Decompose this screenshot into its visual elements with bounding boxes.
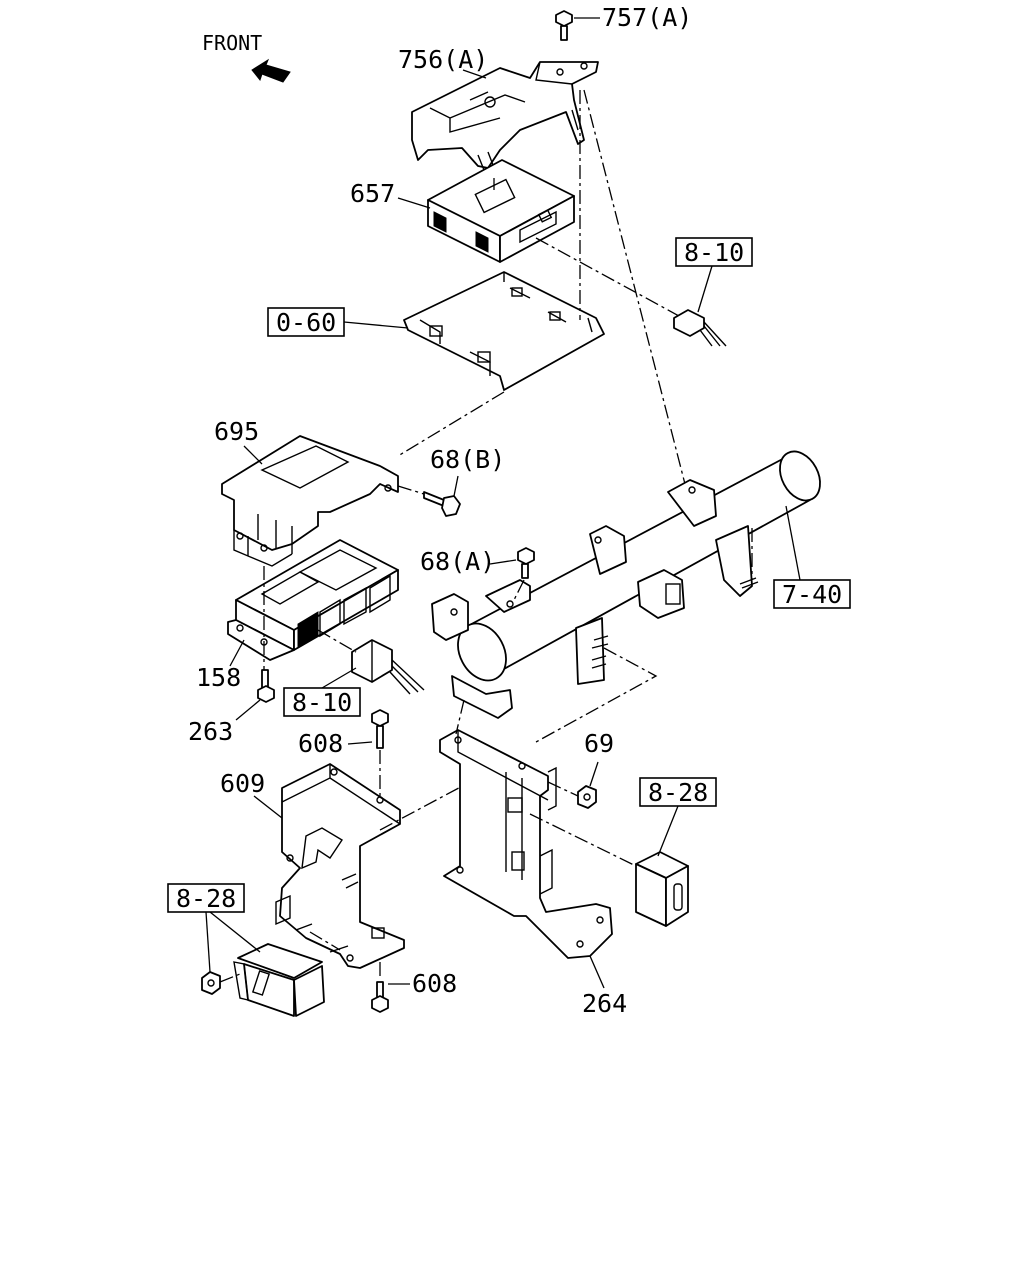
callout-060[interactable]: 0-60: [276, 308, 336, 337]
callout-810-upper[interactable]: 8-10: [684, 238, 744, 267]
relay-828-right: [635, 851, 689, 927]
plate-060: [403, 271, 605, 391]
connector-810-lower: [351, 639, 425, 695]
front-label: FRONT: [202, 31, 262, 55]
callout-608-upper: 608: [298, 729, 343, 758]
module-158: [227, 539, 399, 661]
callout-68a: 68(A): [420, 547, 495, 576]
bracket-609: [279, 763, 405, 969]
callout-695: 695: [214, 417, 259, 446]
callout-609: 609: [220, 769, 265, 798]
bolt-68a: [517, 547, 535, 579]
callout-69: 69: [584, 729, 614, 758]
callout-828-right[interactable]: 8-28: [648, 778, 708, 807]
connector-810-upper: [673, 309, 727, 347]
nut-69: [577, 785, 597, 809]
bolt-263: [257, 669, 275, 703]
callout-158: 158: [196, 663, 241, 692]
bolt-608-upper: [371, 709, 389, 749]
callout-68b: 68(B): [430, 445, 505, 474]
bracket-264: [439, 729, 613, 959]
control-unit-657: [427, 159, 575, 263]
bracket-756a: [411, 61, 599, 181]
nut-828-left: [201, 971, 221, 995]
callout-757a: 757(A): [602, 3, 692, 32]
relay-828-left: [233, 943, 325, 1017]
front-arrow-icon: [251, 58, 291, 83]
callout-810-lower[interactable]: 8-10: [292, 688, 352, 717]
beam-740: [431, 450, 821, 719]
callout-740[interactable]: 7-40: [782, 580, 842, 609]
bracket-695: [221, 435, 399, 567]
callout-608-lower: 608: [412, 969, 457, 998]
callout-657: 657: [350, 179, 395, 208]
bolt-608-lower: [371, 981, 389, 1013]
bolt-757a: [555, 10, 573, 41]
callout-828-left[interactable]: 8-28: [176, 884, 236, 913]
callout-263: 263: [188, 717, 233, 746]
callout-756a: 756(A): [398, 45, 488, 74]
callout-264: 264: [582, 989, 627, 1018]
